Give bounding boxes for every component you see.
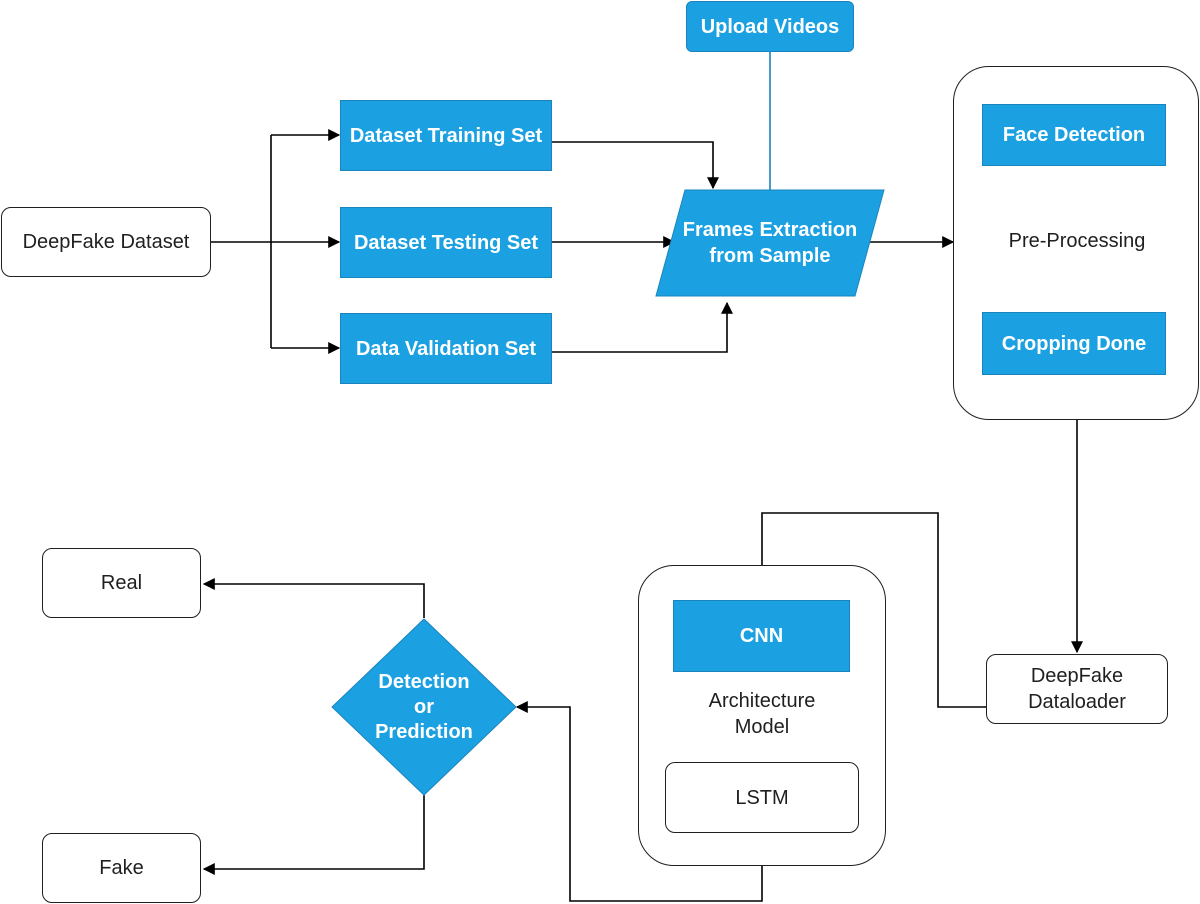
cropping-done-node: Cropping Done: [982, 312, 1166, 375]
face-detection-label: Face Detection: [1002, 124, 1146, 146]
dataloader-label: DeepFake Dataloader: [1028, 665, 1126, 713]
detection-label: Detection or Prediction: [375, 670, 473, 743]
validation-set-node: Data Validation Set: [340, 313, 552, 384]
upload-videos-node: Upload Videos: [686, 1, 854, 52]
arrow-training-to-frames: [552, 141, 719, 190]
arrow-validation-to-frames: [552, 301, 733, 353]
face-detection-node: Face Detection: [982, 104, 1166, 166]
detection-decision-shape: [331, 618, 517, 796]
training-set-label: Dataset Training Set: [349, 124, 543, 147]
frames-extraction-node: Frames Extraction from Sample: [665, 190, 875, 296]
architecture-model-label: Architecture Model: [682, 688, 842, 740]
real-node: Real: [42, 548, 201, 618]
cropping-done-label: Cropping Done: [1001, 332, 1147, 355]
deepfake-dataset-node: DeepFake Dataset: [1, 207, 211, 277]
pre-processing-label: Pre-Processing: [1008, 230, 1146, 252]
testing-set-node: Dataset Testing Set: [340, 207, 552, 278]
upload-videos-label: Upload Videos: [700, 15, 840, 38]
frames-extraction-label: Frames Extraction from Sample: [682, 219, 858, 267]
frames-extraction-shape: [655, 189, 885, 297]
cnn-node: CNN: [673, 600, 850, 672]
arrow-detection-to-real: [202, 578, 425, 618]
fake-node: Fake: [42, 833, 201, 903]
cnn-label: CNN: [739, 625, 784, 647]
deepfake-dataset-label: DeepFake Dataset: [22, 231, 190, 253]
detection-node: Detection or Prediction: [342, 659, 506, 755]
lstm-node: LSTM: [665, 762, 859, 833]
dataloader-node: DeepFake Dataloader: [986, 654, 1168, 724]
arrow-dataloader-to-cnn: [756, 512, 986, 708]
real-label: Real: [100, 572, 143, 594]
testing-set-label: Dataset Testing Set: [353, 231, 539, 254]
validation-set-label: Data Validation Set: [355, 337, 537, 360]
training-set-node: Dataset Training Set: [340, 100, 552, 171]
arrow-detection-to-fake: [202, 795, 425, 875]
fake-label: Fake: [99, 857, 144, 879]
arrow-model-to-detection: [515, 701, 763, 902]
lstm-label: LSTM: [735, 786, 789, 809]
